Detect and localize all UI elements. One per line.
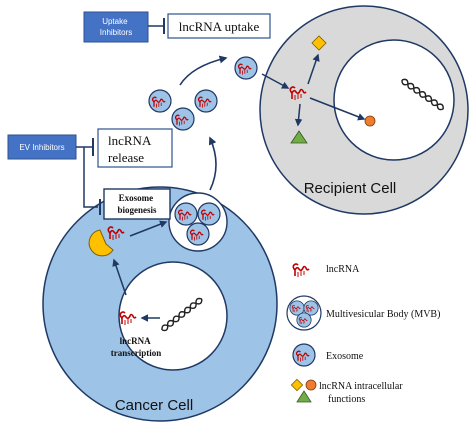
triangle-function-icon — [290, 130, 308, 144]
arrow-mvb-to-exosomes — [208, 136, 217, 191]
uptake-inhibitors-box — [83, 11, 149, 43]
recipient-cell-label: Recipient Cell — [304, 180, 397, 197]
circle-function-icon — [364, 115, 376, 127]
legend-triangle-icon — [296, 390, 312, 403]
lncrna-uptake-label: lncRNA uptake — [179, 19, 260, 34]
ev-inhibitors-label: EV Inhibitors — [19, 143, 64, 152]
ev-inhibitors-group: EV Inhibitors lncRNA release — [7, 128, 173, 215]
recipient-cell: Recipient Cell — [235, 5, 469, 215]
arrow-to-diamond — [307, 53, 320, 85]
ev-to-biogenesis-line — [83, 147, 98, 208]
recipient-nucleus — [333, 39, 455, 161]
legend-exosome-icon — [293, 344, 315, 366]
legend-functions-label: lncRNA intracellular functions — [319, 381, 405, 405]
exosome-biogenesis-box — [103, 188, 171, 220]
secreted-exosomes — [149, 90, 217, 130]
legend-mvb-label: Multivesicular Body (MVB) — [326, 309, 440, 320]
exosome-biogenesis-label: Exosome biogenesis — [117, 193, 157, 215]
legend-lncrna-icon — [292, 263, 310, 278]
cancer-cell: lncRNA transcription Exosome biogenesis … — [42, 186, 278, 422]
ev-inhibitors-box — [7, 134, 77, 160]
legend-exosome-label: Exosome — [326, 351, 364, 362]
cancer-nucleus — [118, 261, 228, 371]
mvb-icon — [168, 192, 228, 252]
transcription-label: lncRNA transcription — [111, 336, 162, 358]
legend-lncrna-label: lncRNA — [326, 264, 360, 275]
lncrna-release-box — [97, 128, 173, 168]
arrow-to-triangle — [294, 103, 303, 127]
arrow-nucleus-to-cytoplasm — [112, 258, 127, 296]
arrow-exosome-to-rna — [261, 73, 290, 89]
arrow-exosomes-to-recipient — [179, 55, 228, 86]
diamond-function-icon — [311, 35, 327, 51]
arrow-to-circle — [309, 97, 366, 121]
legend: lncRNA Multivesicular Body (MVB) Exosome… — [286, 263, 440, 405]
lncrna-uptake-box — [167, 13, 271, 39]
uptake-inhibitors-label: Uptake Inhibitors — [100, 17, 132, 37]
legend-circle-icon — [305, 379, 317, 391]
uptake-inhibitors-group: Uptake Inhibitors lncRNA uptake — [83, 11, 271, 43]
enzyme-icon — [88, 229, 114, 257]
legend-diamond-icon — [290, 378, 304, 392]
arrow-to-mvb — [129, 220, 168, 237]
legend-mvb-icon — [286, 295, 322, 331]
incoming-exosome-icon — [235, 57, 257, 79]
lncrna-release-label: lncRNA release — [108, 133, 154, 165]
cancer-cell-label: Cancer Cell — [115, 397, 193, 414]
